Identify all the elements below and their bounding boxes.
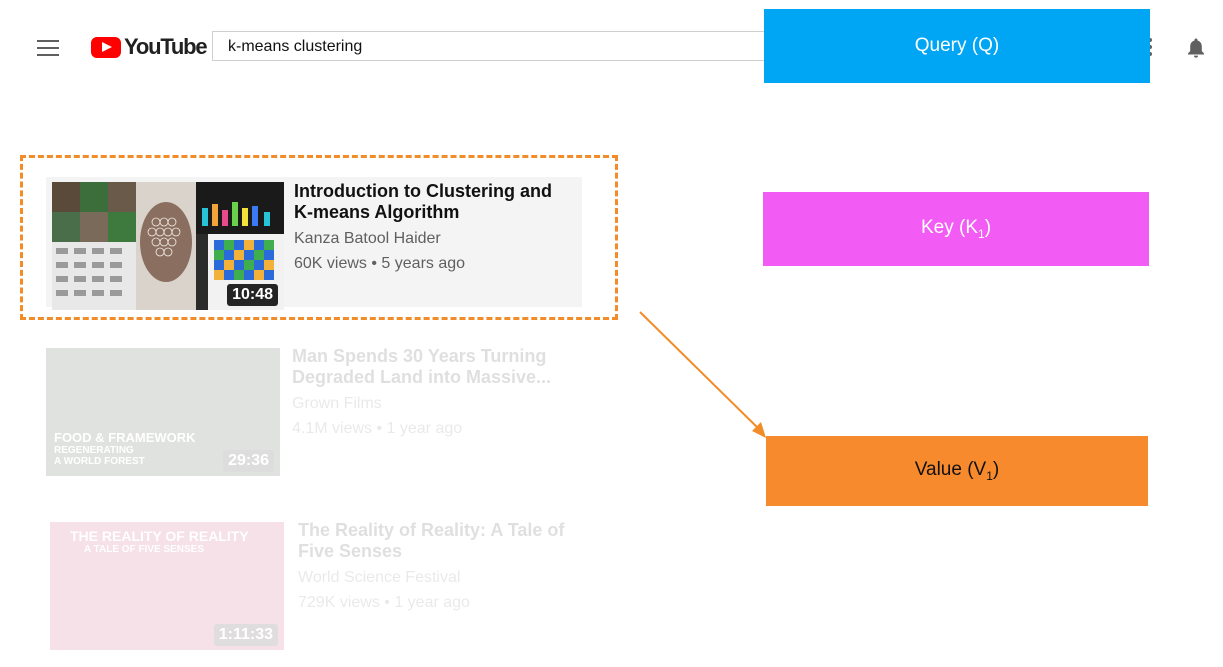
video-meta: Man Spends 30 Years Turning Degraded Lan… — [292, 346, 572, 438]
video-result-1[interactable]: 10:48 Introduction to Clustering and K-m… — [46, 177, 582, 310]
video-duration: 1:11:33 — [213, 624, 278, 646]
thumbnail-caption: THE REALITY OF REALITY A TALE OF FIVE SE… — [70, 528, 249, 555]
search-box[interactable] — [212, 31, 772, 61]
brand-name: YouTube — [124, 34, 208, 59]
video-title[interactable]: Introduction to Clustering and K-means A… — [294, 181, 552, 222]
video-result-3[interactable]: THE REALITY OF REALITY A TALE OF FIVE SE… — [46, 518, 582, 650]
youtube-logo[interactable]: YouTube — [91, 34, 208, 60]
video-stats: 60K views • 5 years ago — [294, 255, 466, 272]
query-label: Query (Q) — [914, 35, 1000, 56]
view-count: 60K views — [294, 255, 367, 272]
key-box: Key (K1) — [763, 192, 1149, 266]
video-thumbnail[interactable]: THE REALITY OF REALITY A TALE OF FIVE SE… — [50, 522, 284, 650]
video-meta: Introduction to Clustering and K-means A… — [294, 181, 574, 273]
highlight-frame — [20, 155, 618, 320]
youtube-play-icon — [91, 36, 121, 58]
video-thumbnail[interactable]: FOOD & FRAMEWORK REGENERATING A WORLD FO… — [46, 348, 280, 476]
video-stats: 4.1M views • 1 year ago — [292, 420, 463, 437]
upload-age: 1 year ago — [394, 594, 470, 611]
channel-name[interactable]: Kanza Batool Haider — [294, 230, 441, 247]
menu-icon[interactable] — [37, 40, 59, 56]
value-label: Value (V1) — [914, 459, 1000, 483]
video-result-2[interactable]: FOOD & FRAMEWORK REGENERATING A WORLD FO… — [46, 346, 582, 476]
video-thumbnail[interactable]: 10:48 — [52, 182, 284, 310]
view-count: 4.1M views — [292, 420, 373, 437]
thumbnail-caption: FOOD & FRAMEWORK REGENERATING A WORLD FO… — [54, 430, 196, 467]
notification-bell-icon[interactable] — [1186, 37, 1206, 59]
search-input[interactable] — [226, 37, 750, 57]
upload-age: 5 years ago — [381, 255, 466, 272]
video-duration: 10:48 — [227, 284, 278, 306]
query-box: Query (Q) — [764, 9, 1150, 83]
value-box: Value (V1) — [766, 436, 1148, 506]
more-options-icon[interactable] — [1148, 38, 1152, 59]
value-arrow — [639, 311, 766, 438]
channel-name[interactable]: World Science Festival — [298, 569, 461, 586]
video-duration: 29:36 — [223, 450, 274, 472]
key-label: Key (K1) — [920, 217, 992, 241]
video-title[interactable]: Man Spends 30 Years Turning Degraded Lan… — [292, 346, 552, 387]
video-title[interactable]: The Reality of Reality: A Tale of Five S… — [298, 520, 565, 561]
video-meta: The Reality of Reality: A Tale of Five S… — [298, 520, 578, 612]
video-stats: 729K views • 1 year ago — [298, 594, 470, 611]
upload-age: 1 year ago — [386, 420, 463, 437]
view-count: 729K views — [298, 594, 380, 611]
channel-name[interactable]: Grown Films — [292, 395, 382, 412]
